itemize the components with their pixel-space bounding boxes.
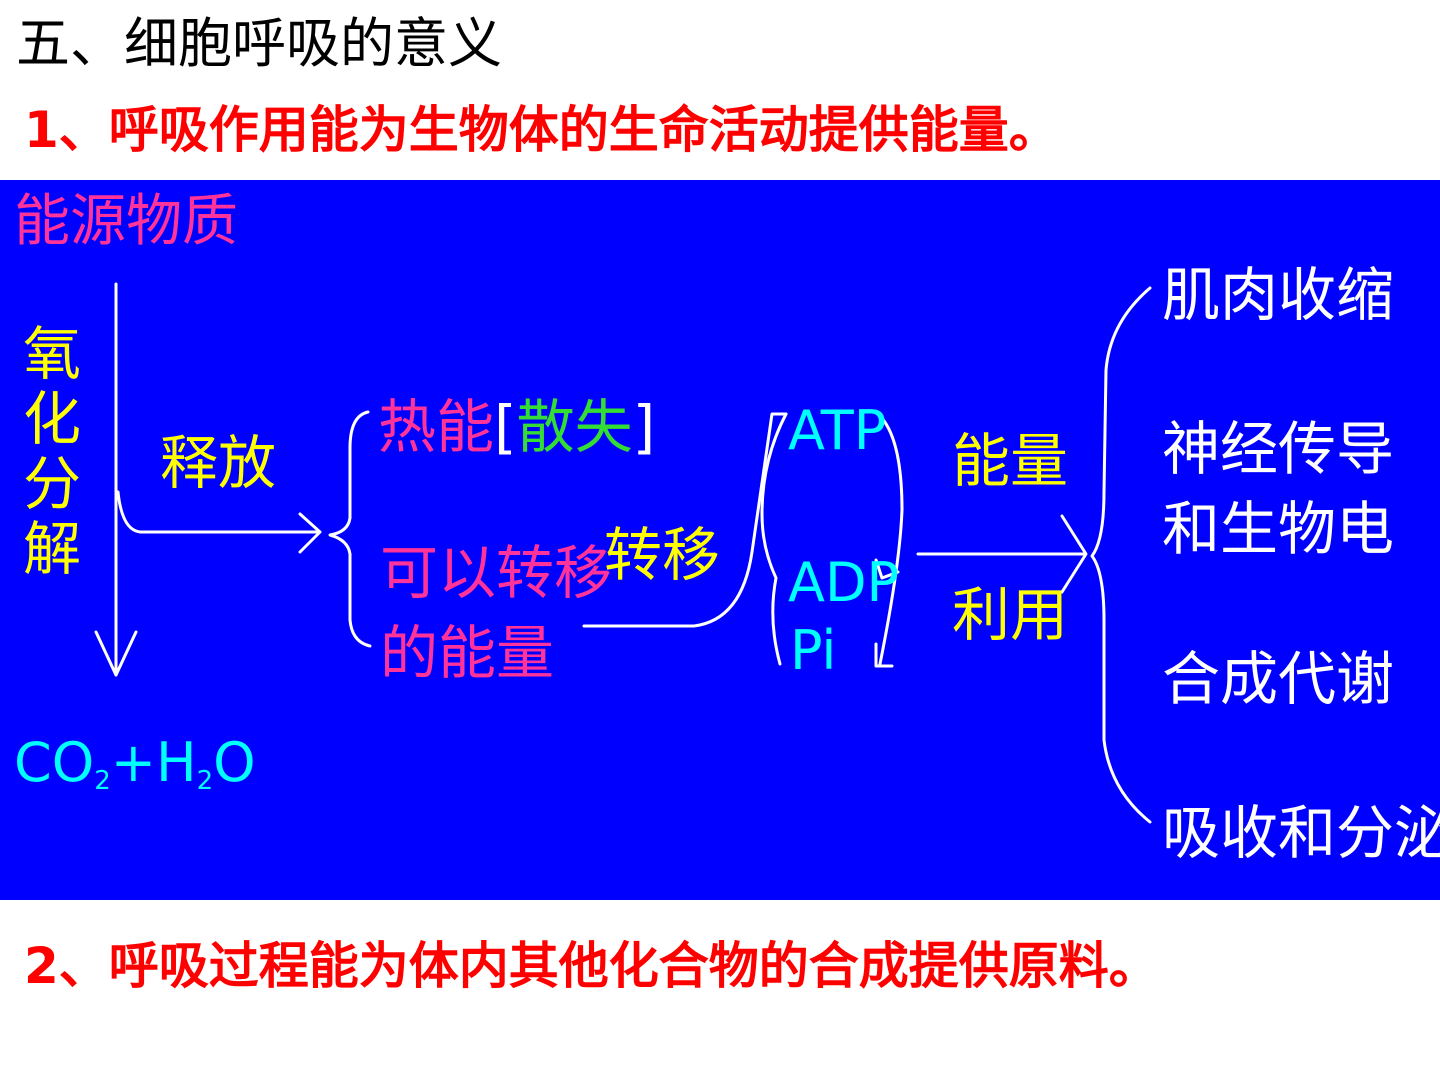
transfer-label: 转移 bbox=[604, 521, 721, 589]
pi-arrow-head bbox=[874, 642, 894, 668]
energy-use-arrow-head bbox=[1060, 514, 1088, 594]
slide-title: 五、细胞呼吸的意义 bbox=[16, 12, 502, 75]
use-label: 利用 bbox=[952, 581, 1069, 649]
use-bioelectricity: 和生物电 bbox=[1162, 495, 1395, 563]
energy-split-brace bbox=[328, 410, 372, 648]
atp-adp-cycle-curve bbox=[876, 412, 904, 666]
lost-text: 散失 bbox=[516, 393, 633, 461]
heat-lost-label: 热能[散失] bbox=[378, 398, 655, 456]
use-nerve-conduction: 神经传导 bbox=[1162, 415, 1395, 483]
release-arrow-head bbox=[298, 512, 322, 554]
energy-label: 能量 bbox=[952, 427, 1069, 495]
atp-adp-brace bbox=[760, 412, 788, 666]
pi-label: Pi bbox=[790, 619, 837, 682]
bracket-open: [ bbox=[494, 393, 517, 461]
oxidation-arrow-head bbox=[94, 630, 138, 677]
adp-arrow-head bbox=[874, 558, 900, 580]
oxidation-label: 氧化分解 bbox=[22, 320, 81, 583]
subscript-2b: 2 bbox=[196, 766, 214, 796]
adp-label: ADP bbox=[788, 551, 900, 614]
transferable-energy-line1: 可以转移 bbox=[380, 539, 613, 607]
co-text: CO bbox=[14, 731, 95, 794]
bracket-close: ] bbox=[632, 393, 656, 461]
use-muscle-contraction: 肌肉收缩 bbox=[1162, 261, 1395, 329]
energy-source-label: 能源物质 bbox=[14, 189, 238, 254]
uses-brace bbox=[1090, 286, 1152, 824]
subscript-2a: 2 bbox=[94, 766, 111, 796]
transferable-energy-line2: 的能量 bbox=[380, 619, 555, 687]
o-text: O bbox=[213, 731, 256, 794]
point-1-text: 1、呼吸作用能为生物体的生命活动提供能量。 bbox=[24, 101, 1059, 159]
respiration-diagram: 能源物质 氧化分解 释放 CO2+H2O 热能[散失] 可以转移 的能量 转移 … bbox=[0, 180, 1440, 900]
use-absorption-secretion: 吸收和分泌 bbox=[1162, 799, 1440, 867]
atp-label: ATP bbox=[788, 399, 887, 462]
co2-h2o-label: CO2+H2O bbox=[14, 736, 256, 796]
heat-text: 热能 bbox=[378, 393, 495, 461]
release-arrow-line bbox=[116, 490, 320, 534]
diagram-lines bbox=[94, 282, 1152, 824]
transfer-line bbox=[582, 412, 788, 628]
point-2-text: 2、呼吸过程能为体内其他化合物的合成提供原料。 bbox=[24, 937, 1159, 995]
release-label: 释放 bbox=[160, 429, 277, 497]
use-anabolism: 合成代谢 bbox=[1162, 645, 1395, 713]
plus-h-text: +H bbox=[110, 731, 197, 794]
